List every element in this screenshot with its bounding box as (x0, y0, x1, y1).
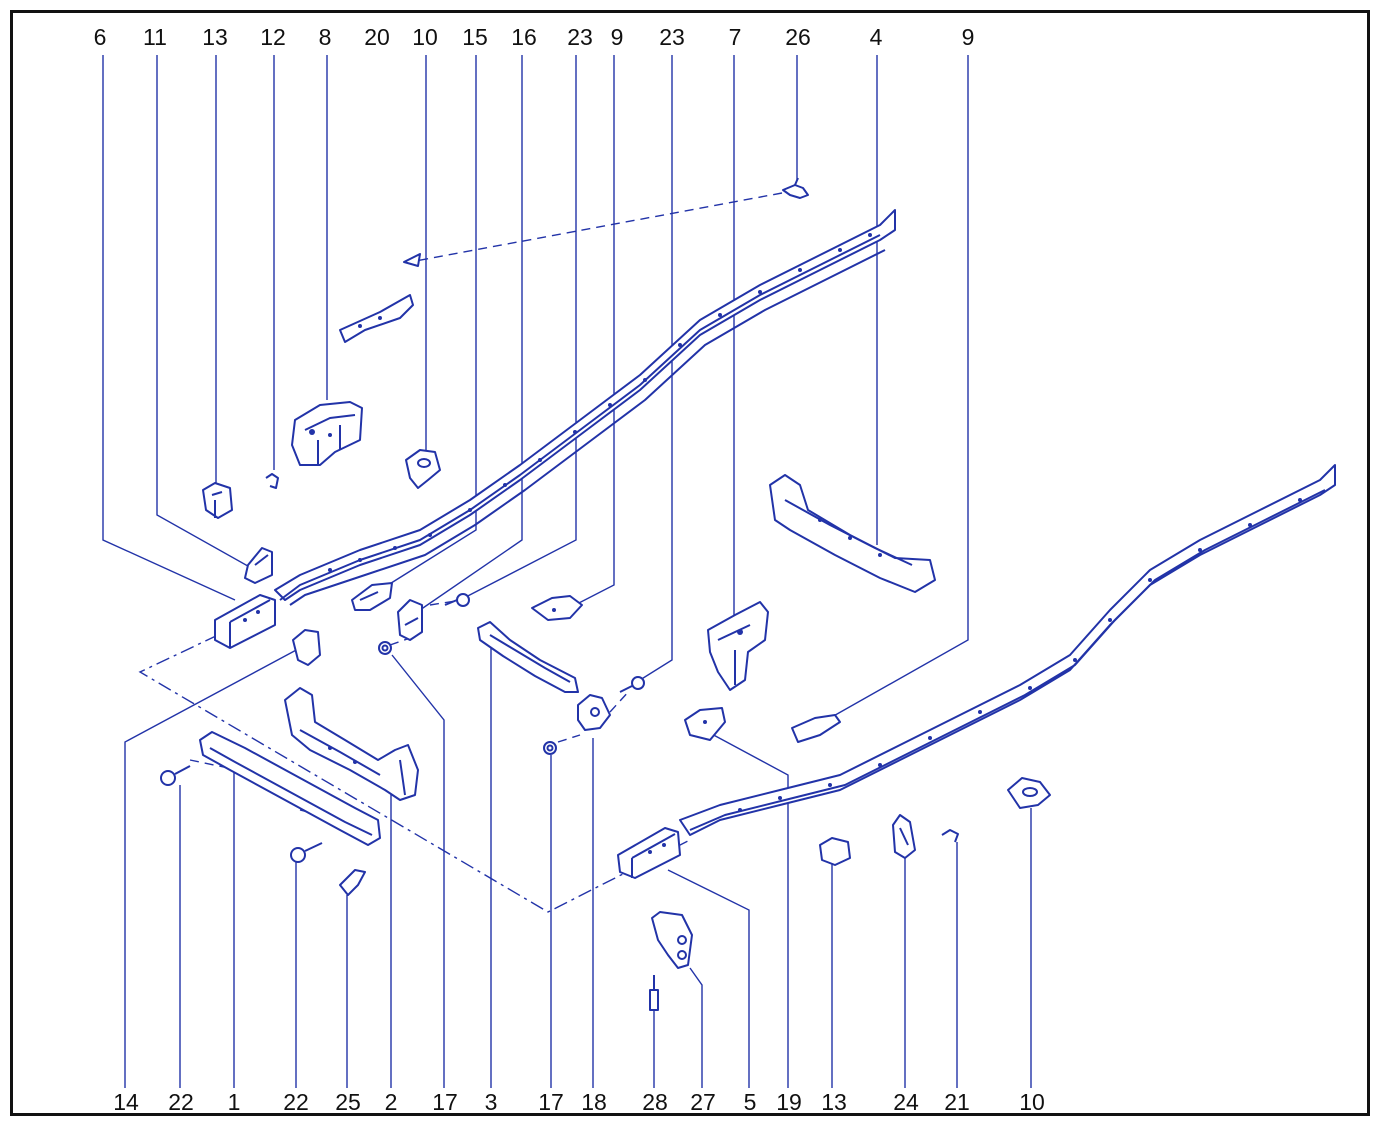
callout: 22 (283, 1089, 309, 1115)
callouts-bottom: 14 22 1 22 25 2 17 3 17 18 28 27 5 19 13… (113, 1089, 1045, 1115)
callout: 23 (567, 24, 593, 50)
part-13-bracket (202, 482, 233, 519)
callout: 2 (385, 1089, 398, 1115)
callout: 26 (785, 24, 811, 50)
bolt-22-right (290, 842, 323, 863)
part-20-plate (339, 294, 414, 343)
callout: 9 (611, 24, 624, 50)
right-frame-rail (679, 464, 1336, 836)
part-5-front-extension (617, 827, 681, 879)
part-25-clip (339, 869, 366, 896)
diagram-frame (10, 10, 1370, 1116)
part-9-bracket-lower (791, 714, 841, 743)
rail-holes (738, 498, 1302, 812)
nut-17-left (378, 641, 392, 655)
callout: 23 (659, 24, 685, 50)
callout: 13 (202, 24, 228, 50)
part-13-bracket-lower (819, 837, 851, 866)
callout: 12 (260, 24, 286, 50)
callout: 21 (944, 1089, 970, 1115)
bolt-23-upper (444, 593, 470, 607)
callout: 10 (412, 24, 438, 50)
callout: 15 (462, 24, 488, 50)
callout: 19 (776, 1089, 802, 1115)
callout: 7 (729, 24, 742, 50)
part-3-crossmember (477, 621, 579, 693)
part-10-bracket-lower (1007, 777, 1051, 809)
part-11-bracket (244, 547, 273, 584)
part-15-bracket (351, 582, 393, 611)
callout: 25 (335, 1089, 361, 1115)
callout: 8 (319, 24, 332, 50)
callout: 9 (962, 24, 975, 50)
part-2-crossmember (284, 687, 419, 801)
callout: 4 (870, 24, 883, 50)
part-12-clip (265, 473, 279, 489)
part-14-bracket (292, 629, 321, 666)
part-19-bracket (684, 707, 726, 741)
leader-lines-bottom (124, 635, 1032, 1088)
part-10-bracket (405, 449, 441, 489)
left-frame-rail (274, 209, 896, 606)
callout: 17 (538, 1089, 564, 1115)
part-8-mount (291, 401, 363, 466)
callout: 22 (168, 1089, 194, 1115)
callout: 10 (1019, 1089, 1045, 1115)
part-1-crossmember (199, 731, 381, 846)
callout: 13 (821, 1089, 847, 1115)
part-24-bracket (892, 814, 916, 859)
callout: 5 (744, 1089, 757, 1115)
callout: 20 (364, 24, 390, 50)
part-18-mount (577, 694, 611, 731)
part-27-mount (651, 911, 693, 969)
callout: 27 (690, 1089, 716, 1115)
callout: 14 (113, 1089, 139, 1115)
bolt-22-left (160, 765, 191, 786)
callouts-top: 6 11 13 12 8 20 10 15 16 23 9 23 7 26 4 … (94, 24, 975, 50)
callout: 28 (642, 1089, 668, 1115)
part-9-bracket (531, 595, 583, 621)
part-4-crossmember (769, 474, 936, 593)
leader-lines-top (102, 55, 969, 719)
part-6-front-extension (214, 594, 276, 649)
bolt-23-lower (619, 676, 645, 693)
bolt-28 (649, 975, 659, 1011)
part-7-mount (707, 601, 769, 691)
callout: 6 (94, 24, 107, 50)
callout: 17 (432, 1089, 458, 1115)
part-21-clip (941, 829, 959, 843)
alignment-lines (138, 192, 783, 913)
callout: 11 (143, 24, 167, 50)
callout: 24 (893, 1089, 919, 1115)
callout: 16 (511, 24, 537, 50)
callout: 1 (228, 1089, 241, 1115)
part-16-mount (397, 599, 423, 641)
part-26-clip (782, 177, 809, 199)
nut-17-right (543, 741, 557, 755)
rail-holes (328, 233, 872, 572)
callout: 3 (485, 1089, 498, 1115)
callout: 18 (581, 1089, 607, 1115)
